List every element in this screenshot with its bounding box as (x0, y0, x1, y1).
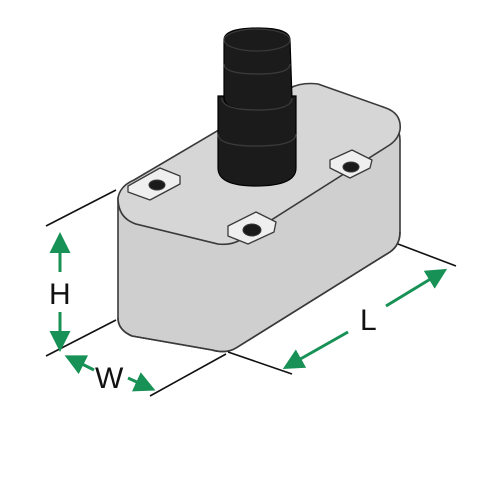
length-arrow (282, 330, 349, 369)
width-label: W (95, 362, 124, 395)
mounting-slot-back-left (127, 167, 181, 201)
width-arrow-right (127, 372, 156, 392)
length-arrow-upper (385, 268, 448, 308)
actuator-knob (217, 27, 297, 187)
height-label: H (49, 278, 71, 311)
dimension-arrows (49, 232, 448, 392)
enclosure-bottom-edge (117, 231, 401, 353)
width-arrow (64, 355, 95, 375)
extension-lines (45, 189, 457, 397)
mounting-slot-front (227, 211, 277, 245)
mounting-slot-back-right (329, 149, 373, 179)
length-label: L (360, 304, 377, 337)
